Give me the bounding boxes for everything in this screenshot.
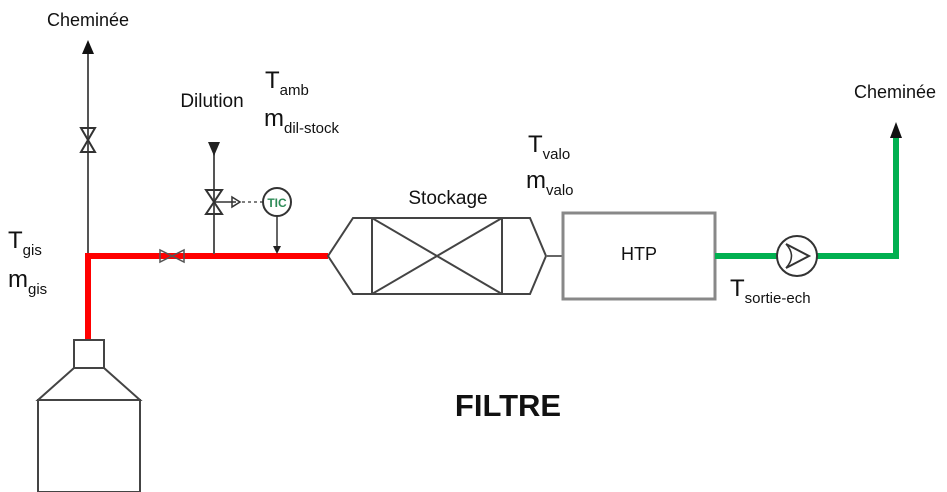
dilution-control-valve-icon (204, 189, 242, 215)
m-dil-stock-annotation: mdil-stock (264, 105, 340, 137)
htp-label: HTP (621, 244, 657, 264)
t-sortie-ech-annotation: Tsortie-ech (730, 275, 811, 307)
dilution-inlet-arrow-icon (208, 142, 220, 156)
t-amb-annotation: Tamb (265, 67, 309, 99)
inline-valve-icon (159, 248, 185, 264)
tic-label: TIC (267, 196, 287, 210)
left-chimney-valve-icon (79, 127, 97, 153)
left-chimney-stack (79, 40, 97, 255)
tic-signal-arrow-icon (273, 246, 281, 254)
fan-icon (776, 235, 818, 277)
dilution-branch: TIC (204, 142, 292, 254)
left-chimney-label: Cheminée (47, 10, 129, 30)
right-chimney-arrow-icon (890, 122, 902, 138)
m-gis-annotation: mgis (8, 266, 47, 298)
hot-gas-line (85, 248, 328, 340)
right-chimney-label: Cheminée (854, 82, 936, 102)
t-valo-annotation: Tvalo (528, 131, 570, 163)
htp-unit: HTP (561, 211, 717, 301)
t-gis-annotation: Tgis (8, 227, 42, 259)
stockage-label: Stockage (408, 188, 487, 209)
dilution-label: Dilution (180, 91, 243, 112)
left-chimney-arrow-icon (82, 40, 94, 54)
gas-source-tank (35, 339, 143, 492)
cold-gas-line (715, 122, 902, 277)
m-valo-annotation: mvalo (526, 167, 574, 199)
filtre-label: FILTRE (455, 388, 561, 423)
tic-controller: TIC (262, 187, 292, 217)
storage-vessel (326, 217, 548, 295)
